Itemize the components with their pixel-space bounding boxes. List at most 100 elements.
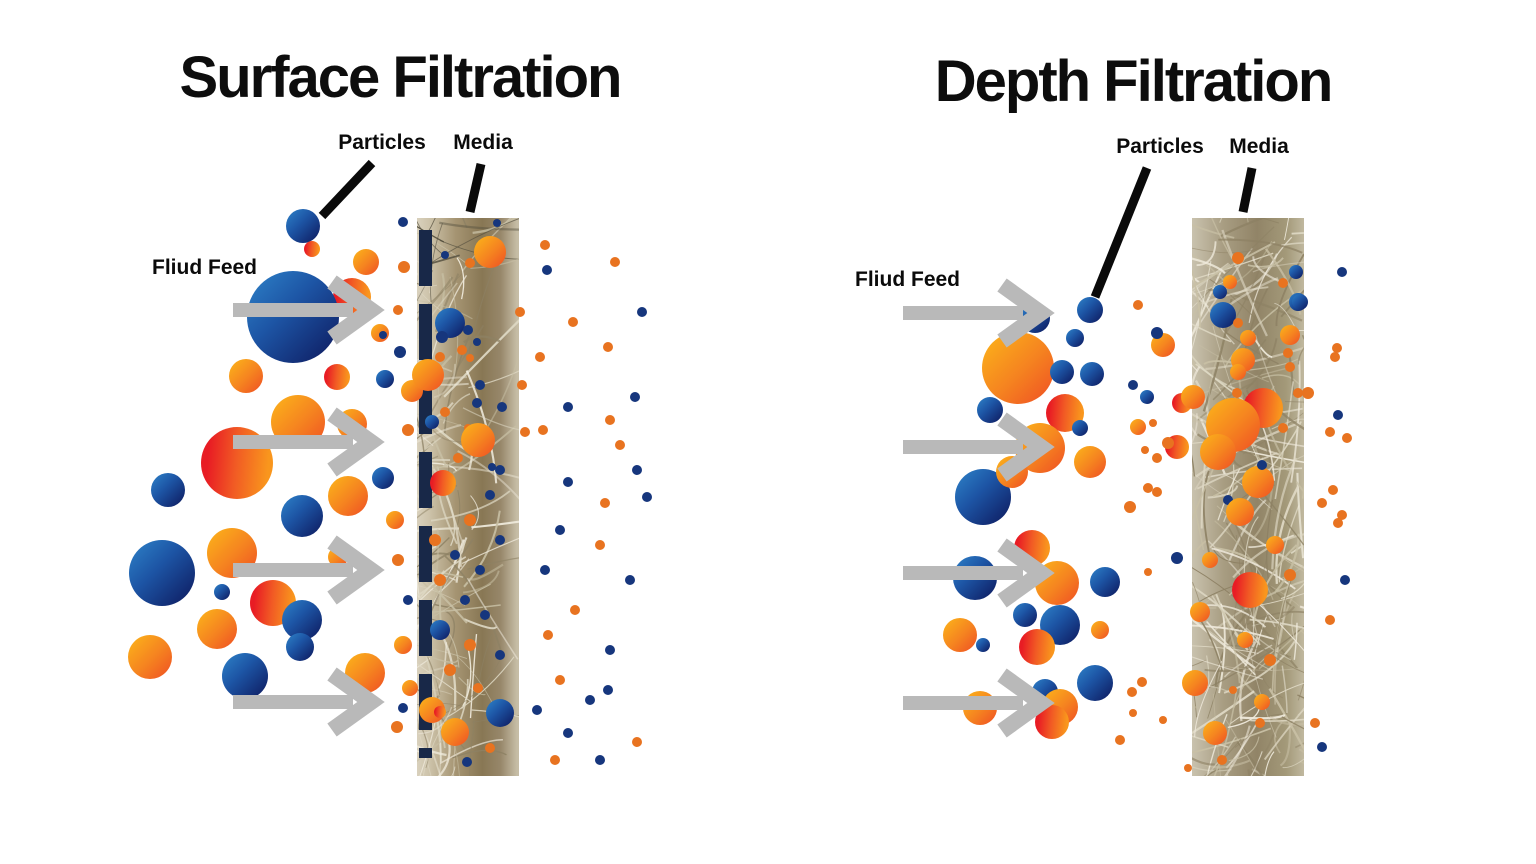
particle-dotOrange <box>444 664 456 676</box>
particle-red <box>324 364 350 390</box>
particle-dotOrange <box>1293 388 1303 398</box>
particle-dotOrange <box>543 630 553 640</box>
particle-orange <box>394 636 412 654</box>
particle-dotOrange <box>1333 518 1343 528</box>
particle-orange <box>1091 621 1109 639</box>
particles-label-right: Particles <box>1116 135 1204 158</box>
particle-dotOrange <box>517 380 527 390</box>
particle-dotNavy <box>637 307 647 317</box>
particle-dotOrange <box>1141 446 1149 454</box>
particle-dotOrange <box>555 675 565 685</box>
particle-dotNavy <box>472 398 482 408</box>
particle-dotNavy <box>605 645 615 655</box>
particle-dotNavy <box>585 695 595 705</box>
particle-dotOrange <box>1124 501 1136 513</box>
particle-dotOrange <box>1137 677 1147 687</box>
particle-dotOrange <box>1337 510 1347 520</box>
particle-dotOrange <box>632 737 642 747</box>
particle-blue <box>1140 390 1154 404</box>
particle-dotOrange <box>457 345 467 355</box>
flow-arrow-head <box>327 407 385 477</box>
particle-red <box>434 706 446 718</box>
particle-orange <box>1200 434 1236 470</box>
particle-dotNavy <box>485 490 495 500</box>
particle-dotNavy <box>460 595 470 605</box>
label-leader-line <box>1090 166 1152 299</box>
particle-blue <box>372 467 394 489</box>
particle-dotOrange <box>1217 755 1227 765</box>
particle-dotOrange <box>1264 654 1276 666</box>
particle-dotOrange <box>1143 483 1153 493</box>
flow-arrow-head <box>997 412 1055 482</box>
depth-filtration-title: Depth Filtration <box>934 49 1334 114</box>
particle-dotNavy <box>630 392 640 402</box>
particle-dotOrange <box>595 540 605 550</box>
particle-dotOrange <box>1232 388 1242 398</box>
particle-dotOrange <box>1133 300 1143 310</box>
particle-orange <box>386 511 404 529</box>
surface-filtration-title: Surface Filtration <box>179 45 623 110</box>
particle-dotOrange <box>1159 716 1167 724</box>
particle-dotOrange <box>1278 423 1288 433</box>
particle-dotOrange <box>615 440 625 450</box>
particle-dotOrange <box>464 639 476 651</box>
particle-blue <box>1213 285 1227 299</box>
particle-orange <box>1280 325 1300 345</box>
particle-orange <box>1203 721 1227 745</box>
particle-orange <box>1226 498 1254 526</box>
particle-dotNavy <box>540 565 550 575</box>
particle-orange <box>1190 602 1210 622</box>
particle-blue <box>286 633 314 661</box>
particle-blue <box>430 620 450 640</box>
particle-dotNavy <box>1337 267 1347 277</box>
particle-dotNavy <box>488 463 496 471</box>
particle-dotOrange <box>391 721 403 733</box>
particle-dotNavy <box>495 650 505 660</box>
particles-label-left: Particles <box>338 131 426 154</box>
particle-orange <box>1202 552 1218 568</box>
particle-dotOrange <box>570 605 580 615</box>
particle-dotOrange <box>1302 387 1314 399</box>
particle-dotNavy <box>563 728 573 738</box>
particle-dotOrange <box>1285 362 1295 372</box>
label-leader-line <box>465 162 486 214</box>
particle-dotNavy <box>603 685 613 695</box>
particle-blue <box>486 699 514 727</box>
particle-dotOrange <box>1330 352 1340 362</box>
particle-dotOrange <box>610 257 620 267</box>
particle-dotOrange <box>600 498 610 508</box>
particle-dotNavy <box>542 265 552 275</box>
particle-dotOrange <box>473 683 483 693</box>
particle-dotOrange <box>1233 318 1243 328</box>
particle-blue <box>281 495 323 537</box>
particle-blue <box>222 653 268 699</box>
flow-arrow-head <box>327 275 385 345</box>
particle-blue <box>1080 362 1104 386</box>
particle-orange <box>982 332 1054 404</box>
particle-dotNavy <box>1223 495 1233 505</box>
particle-dotOrange <box>1255 718 1265 728</box>
particle-blue <box>1292 294 1308 310</box>
particle-dotOrange <box>1152 487 1162 497</box>
particle-blue <box>214 584 230 600</box>
particle-dotNavy <box>495 535 505 545</box>
particle-orange <box>412 359 444 391</box>
particle-dotOrange <box>1162 437 1174 449</box>
fluid-feed-label-left: Fliud Feed <box>152 256 257 279</box>
particle-orange <box>1254 694 1270 710</box>
particle-dotNavy <box>1333 410 1343 420</box>
particle-dotNavy <box>642 492 652 502</box>
particle-dotOrange <box>1325 615 1335 625</box>
particle-dotOrange <box>1149 419 1157 427</box>
particle-blue <box>1072 420 1088 436</box>
flow-arrow-head <box>997 538 1055 608</box>
particle-orange <box>474 236 506 268</box>
particle-orange <box>353 249 379 275</box>
particle-blue <box>1289 265 1303 279</box>
particle-dotNavy <box>632 465 642 475</box>
media-label-right: Media <box>1229 135 1289 158</box>
particle-blue <box>1210 302 1236 328</box>
particle-red <box>430 470 456 496</box>
